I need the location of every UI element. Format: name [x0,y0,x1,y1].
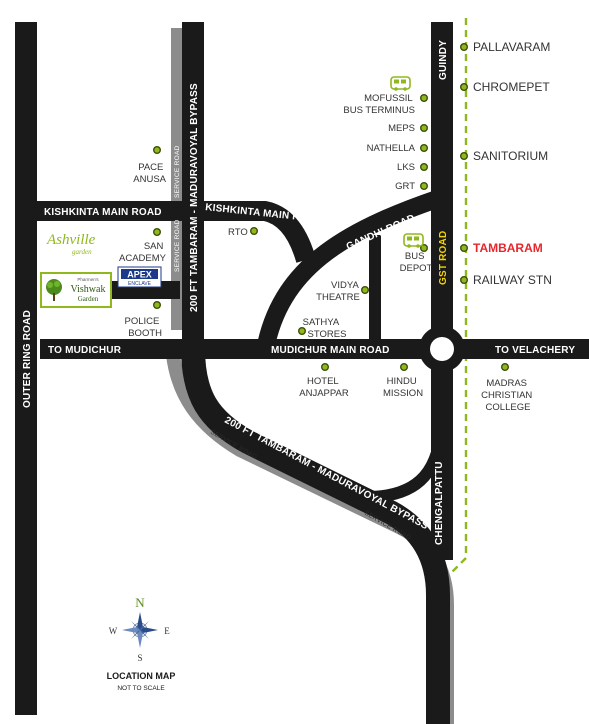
dot-chromepet [460,82,469,91]
label-hindu-mission: HINDU MISSION [383,376,423,399]
svg-text:Garden: Garden [78,295,99,303]
label-guindy: GUINDY [438,40,449,80]
tree-icon [46,279,62,301]
label-san-academy: SAN ACADEMY [119,241,167,264]
svg-text:Vishwak: Vishwak [71,284,106,295]
dot-hotel-anjappar [321,363,330,372]
label-sanitorium: SANITORIUM [473,149,548,163]
label-gst-road: GST ROAD [438,231,449,285]
landmark-dots [152,43,510,372]
svg-text:ENCLAVE: ENCLAVE [128,281,152,287]
label-service-road-upper: SERVICE ROAD [174,145,181,198]
svg-text:Pharmen's: Pharmen's [77,277,99,282]
dot-police-booth [152,301,161,310]
dot-bus-depot [420,243,429,252]
label-outer-ring-road: OUTER RING ROAD [22,310,33,408]
chengalpattu-road-link [371,419,448,503]
label-sathya-stores: SATHYA STORES [303,317,347,340]
label-nathella: NATHELLA [367,143,416,154]
dot-san-academy [152,227,161,236]
compass-e: E [164,626,170,636]
dot-hindu-mission [400,363,409,372]
label-hotel-anjappar: HOTEL ANJAPPAR [299,376,349,399]
label-lks: LKS [397,162,415,173]
dot-pace-anusa [152,145,161,154]
dot-mofussil [420,93,429,102]
label-chromepet: CHROMEPET [473,80,550,94]
dot-nathella [420,143,429,152]
compass-w: W [109,626,118,636]
kishkinta-main-road-east [193,201,316,263]
label-service-road-lower: SERVICE ROAD [174,219,181,272]
compass-n: N [135,595,145,610]
label-rto: RTO [228,227,248,238]
label-police-booth: POLICE BOOTH [125,316,163,339]
dot-pallavaram [460,43,469,52]
caption-subtitle: NOT TO SCALE [117,685,165,692]
svg-text:garden: garden [72,248,92,256]
ashville-logo: Ashville garden [46,232,96,256]
label-to-velachery: TO VELACHERY [495,345,575,356]
dot-lks [420,162,429,171]
label-meps: MEPS [388,123,415,134]
label-madras-christian-college: MADRAS CHRISTIAN COLLEGE [481,378,535,413]
dot-sanitorium [460,151,469,160]
label-pallavaram: PALLAVARAM [473,40,550,54]
label-pace-anusa: PACE ANUSA [133,162,166,185]
road-network [15,22,589,724]
dot-rto [249,226,258,235]
apex-logo: APEX ENCLAVE [117,266,162,288]
label-mofussil: MOFUSSIL BUS TERMINUS [343,93,415,116]
label-kishkinta-west: KISHKINTA MAIN ROAD [44,207,162,218]
caption-title: LOCATION MAP [107,671,176,681]
dot-sathya-stores [298,327,307,336]
roundabout-center [430,337,454,361]
dot-grt [420,181,429,190]
label-to-mudichur: TO MUDICHUR [48,345,122,356]
dot-vidya-theatre [361,286,370,295]
bus-icon [403,233,424,248]
compass-rose-icon [122,612,158,648]
dot-meps [420,123,429,132]
label-bypass-vertical: 200 FT TAMBARAM - MADURAVOYAL BYPASS [189,83,200,312]
label-tambaram: TAMBARAM [473,241,543,255]
label-vidya-theatre: VIDYA THEATRE [316,280,361,303]
label-bus-depot: BUS DEPOT [400,251,433,274]
label-railway-stn: RAILWAY STN [473,273,552,287]
dot-madras-christian-college [501,363,510,372]
svg-text:Ashville: Ashville [46,232,96,248]
dot-tambaram [460,243,469,252]
label-chengalpattu: CHENGALPATTU [434,461,445,545]
compass-s: S [137,653,142,663]
vishwak-garden-logo: Pharmen's Vishwak Garden [40,272,112,308]
bypass-diagonal [181,347,450,724]
bus-icon [390,76,411,91]
gandhi-road [256,189,443,352]
label-mudichur-main-road: MUDICHUR MAIN ROAD [271,345,390,356]
dot-railway-stn [460,276,469,285]
svg-text:APEX: APEX [127,270,152,280]
label-grt: GRT [395,181,415,192]
label-bypass-diagonal: 200 FT TAMBARAM - MADURAVOYAL BYPASS [223,415,430,532]
